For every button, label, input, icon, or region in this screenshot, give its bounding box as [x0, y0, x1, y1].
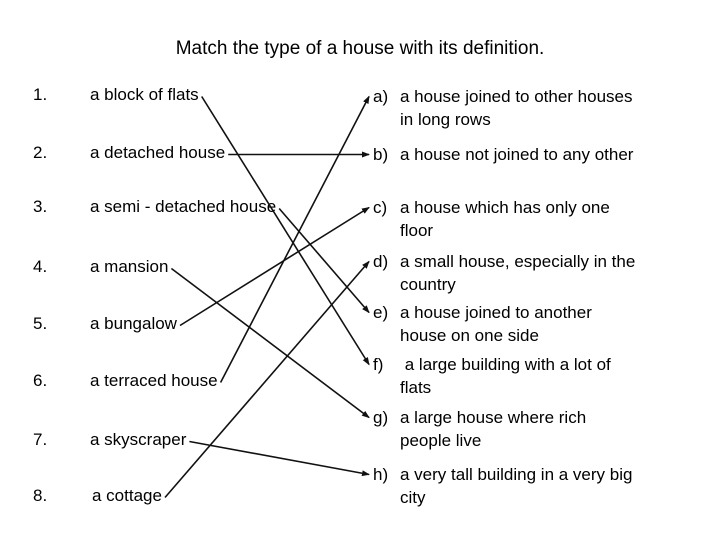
definition-letter: e) [373, 303, 389, 322]
item-number: 7. [33, 430, 48, 449]
left-item-row-1: 1. a block of flats [33, 85, 199, 104]
definition-text: a large building with a lot of flats [400, 355, 611, 397]
definition-text: a small house, especially in the country [400, 252, 636, 294]
definition-row-c: c) a house which has only one floor [373, 196, 693, 242]
definition-row-f: f) a large building with a lot of flats [373, 353, 693, 399]
item-label-semi-detached-house: a semi - detached house [90, 197, 277, 216]
left-item-row-4: 4. a mansion [33, 257, 168, 276]
definition-letter: d) [373, 252, 389, 271]
item-label-cottage: a cottage [92, 486, 162, 505]
definition-row-b: b) a house not joined to any other [373, 143, 693, 166]
connection-line-5-c [179, 206, 370, 327]
left-item-row-3: 3. a semi - detached house [33, 197, 276, 216]
item-number: 4. [33, 257, 48, 276]
item-label-block-of-flats: a block of flats [90, 85, 199, 104]
definition-text: a house joined to another house on one s… [400, 303, 592, 345]
left-item-row-5: 5. a bungalow [33, 314, 177, 333]
definition-text: a very tall building in a very big city [400, 465, 633, 507]
connection-line-7-h [189, 440, 370, 477]
item-label-bungalow: a bungalow [90, 314, 177, 333]
definition-row-e: e) a house joined to another house on on… [373, 301, 693, 347]
connection-line-6-a [219, 95, 370, 383]
item-number: 2. [33, 143, 48, 162]
definition-row-g: g) a large house where rich people live [373, 406, 693, 452]
item-label-skyscraper: a skyscraper [90, 430, 187, 449]
item-label-mansion: a mansion [90, 257, 169, 276]
page-title: Match the type of a house with its defin… [175, 38, 545, 59]
definition-text: a house not joined to any other [400, 145, 634, 164]
item-number: 5. [33, 314, 48, 333]
left-item-row-2: 2. a detached house [33, 143, 225, 162]
definition-letter: b) [373, 145, 389, 164]
connection-line-3-e [278, 207, 370, 314]
definition-text: a large house where rich people live [400, 408, 587, 450]
definition-text: a house which has only one floor [400, 198, 610, 240]
item-number: 3. [33, 197, 48, 216]
definition-letter: f) [373, 355, 384, 374]
item-label-detached-house: a detached house [90, 143, 226, 162]
item-label-terraced-house: a terraced house [90, 371, 218, 390]
definition-letter: a) [373, 87, 389, 106]
left-item-row-7: 7. a skyscraper [33, 430, 186, 449]
left-item-row-6: 6. a terraced house [33, 371, 218, 390]
definition-letter: g) [373, 408, 389, 427]
definition-letter: h) [373, 465, 389, 484]
item-number: 6. [33, 371, 48, 390]
definition-row-a: a) a house joined to other houses in lon… [373, 85, 693, 131]
item-number: 8. [33, 486, 48, 505]
connection-line-4-g [170, 267, 370, 419]
definition-text: a house joined to other houses in long r… [400, 87, 633, 129]
definition-row-h: h) a very tall building in a very big ci… [373, 463, 693, 509]
connection-line-1-f [201, 96, 370, 366]
item-number: 1. [33, 85, 48, 104]
left-item-row-8: 8. a cottage [33, 486, 162, 505]
definition-letter: c) [373, 198, 388, 217]
definition-row-d: d) a small house, especially in the coun… [373, 250, 693, 296]
